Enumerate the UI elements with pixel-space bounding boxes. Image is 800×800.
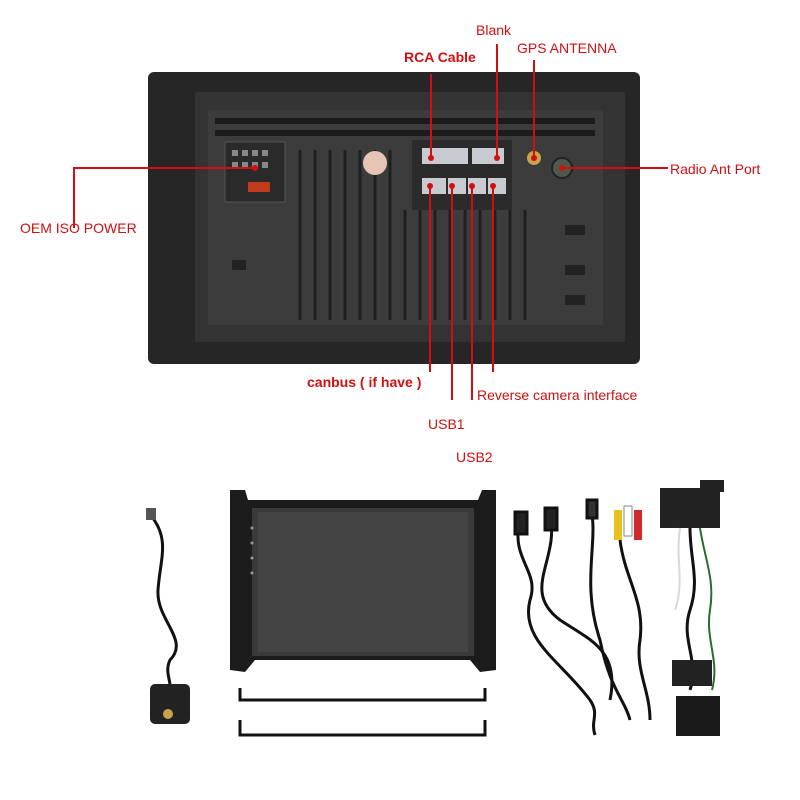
gps-antenna-icon — [146, 508, 190, 724]
top-vents — [215, 118, 595, 136]
mounting-bracket-icon — [238, 688, 487, 737]
rca-cable-label: RCA Cable — [404, 49, 476, 65]
gps-antenna-label: GPS ANTENNA — [517, 40, 617, 56]
canbus-label: canbus ( if have ) — [307, 374, 422, 390]
head-unit-icon — [230, 490, 496, 672]
blank-label: Blank — [476, 22, 512, 38]
oem-iso-power-label: OEM ISO POWER — [20, 220, 137, 236]
canbus-port — [422, 178, 446, 194]
wiring-harness-icon — [660, 480, 724, 736]
reverse-camera-label: Reverse camera interface — [477, 387, 638, 403]
usb1-label: USB1 — [428, 416, 465, 432]
usb2-label: USB2 — [456, 449, 493, 465]
radio-ant-port-label: Radio Ant Port — [670, 161, 761, 177]
rca-cable-icon — [614, 505, 652, 721]
usb-cable-icon — [513, 498, 632, 736]
rear-panel-illustration — [73, 44, 668, 400]
heatsink-fins — [298, 150, 527, 320]
rca-port — [422, 148, 468, 164]
callout-lines — [73, 44, 668, 400]
warranty-sticker — [363, 151, 387, 175]
